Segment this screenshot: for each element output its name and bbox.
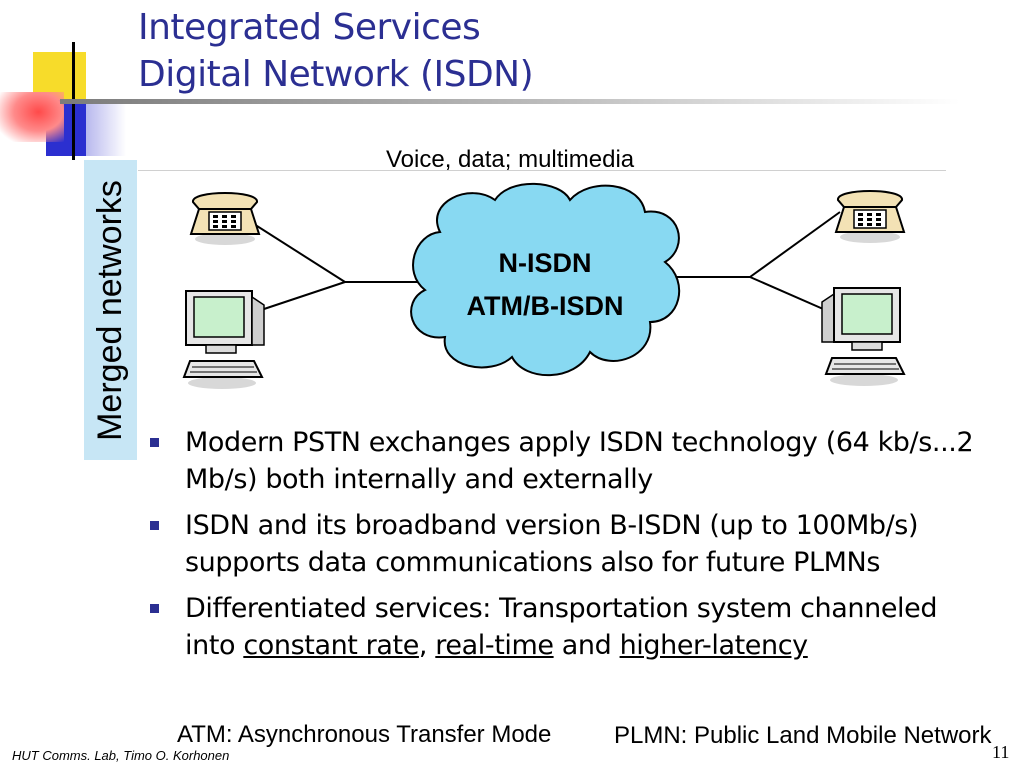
underlined-term-real-time: real-time: [435, 630, 554, 661]
title-underline: [60, 99, 960, 104]
network-diagram: N-ISDN ATM/B-ISDN: [182, 182, 906, 389]
list-item: Differentiated services: Transportation …: [148, 590, 988, 664]
computer-icon: [182, 290, 265, 389]
diagram-caption: Voice, data; multimedia: [386, 146, 635, 173]
bullet-marker: [150, 521, 159, 530]
side-label-text: Merged networks: [91, 179, 129, 441]
underlined-term-constant-rate: constant rate: [243, 630, 419, 661]
bullet-text: Modern PSTN exchanges apply ISDN technol…: [185, 427, 974, 495]
footnote-plmn: PLMN: Public Land Mobile Network: [614, 722, 992, 749]
slide-title-line2: Digital Network (ISDN): [138, 54, 534, 95]
telephone-icon: [189, 192, 261, 245]
computer-icon: [821, 287, 906, 386]
side-label-background: [84, 160, 137, 460]
link-right-phone: [749, 211, 841, 278]
side-label: Merged networks: [84, 160, 137, 460]
footnote-atm: ATM: Asynchronous Transfer Mode: [177, 721, 552, 748]
cloud-shape: [410, 182, 681, 377]
cloud-label-line1: N-ISDN: [499, 248, 592, 278]
bullet-list: Modern PSTN exchanges apply ISDN technol…: [148, 424, 988, 673]
logo-light-blue: [86, 104, 126, 156]
bullet-separator: ,: [418, 630, 436, 661]
underlined-term-higher-latency: higher-latency: [619, 630, 809, 661]
link-right-computer: [749, 276, 831, 313]
link-left-computer: [254, 281, 346, 313]
logo-red-blur: [0, 92, 64, 142]
bullet-text: ISDN and its broadband version B-ISDN (u…: [185, 510, 919, 578]
cloud-label-line2: ATM/B-ISDN: [467, 291, 624, 321]
page-number: 11: [992, 742, 1010, 762]
caption-rule: [138, 170, 946, 171]
bullet-separator: and: [553, 630, 620, 661]
list-item: ISDN and its broadband version B-ISDN (u…: [148, 507, 988, 581]
bullet-marker: [150, 438, 159, 447]
bullet-marker: [150, 604, 159, 613]
slide-title-line1: Integrated Services: [138, 7, 481, 48]
bullet-text-prefix: Differentiated services: Transportation …: [185, 593, 938, 661]
telephone-icon: [834, 190, 906, 243]
list-item: Modern PSTN exchanges apply ISDN technol…: [148, 424, 988, 498]
author-credit: HUT Comms. Lab, Timo O. Korhonen: [12, 748, 230, 763]
